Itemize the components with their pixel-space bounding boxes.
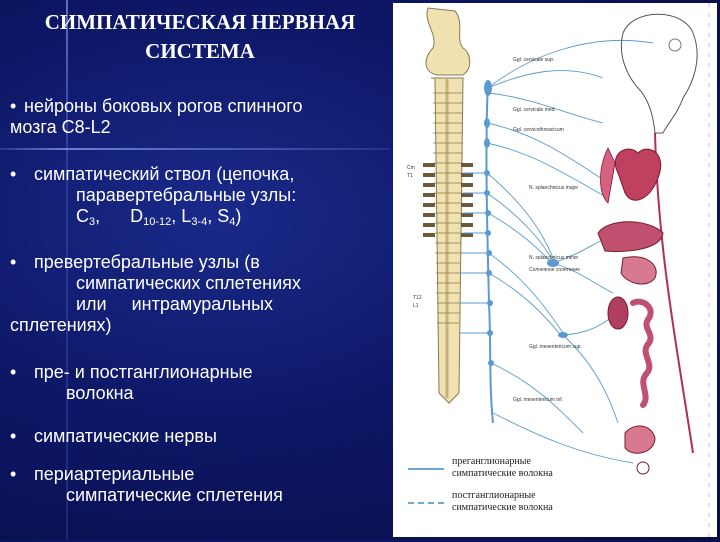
bullet-icon: • [10,362,34,383]
bullet-item-prevertebral: •превертебральные узлы (в симпатических … [10,252,395,336]
bullet-text: мозга С8-L2 [10,117,111,137]
bullet-item-nerves: •симпатические нервы [10,426,395,447]
bullet-text: пре- и постганглионарные [34,362,253,382]
aorta-vessel [655,133,693,453]
legend-row-preganglionic: преганглионарные симпатические волокна [400,456,610,486]
bullet-item-periarterial: •периартериальные симпатические сплетени… [10,464,395,506]
bullet-icon: • [10,252,34,273]
legend-row-postganglionic: постганглионарные симпатические волокна [400,490,610,520]
solid-line-swatch [408,468,444,470]
title-line-2: СИСТЕМА [10,37,390,66]
bladder-shape [625,426,655,453]
bullet-icon: • [10,164,34,185]
slide-title: СИМПАТИЧЕСКАЯ НЕРВНАЯ СИСТЕМА [10,8,390,66]
bullet-text: симпатический ствол (цепочка, [34,164,294,184]
bullet-text: паравертебральные узлы: [10,185,395,206]
eye-shape [669,39,681,51]
dashed-line-swatch [408,502,444,504]
label-n-splanch-major: N. splanchnicus major [529,185,579,191]
bullet-text: нейроны боковых рогов спинного [24,96,302,116]
label-thoracic-1: Т1 [407,173,413,179]
bullet-text: периартериальные [34,464,194,484]
label-lumbar-1: L1 [413,303,419,309]
legend-text-postganglionic: постганглионарные симпатические волокна [452,490,553,514]
bullet-item-neurons: •нейроны боковых рогов спинного мозга С8… [10,96,395,138]
bullet-text: симпатические нервы [34,426,217,446]
bullet-icon: • [10,464,34,485]
bullet-icon: • [10,426,34,447]
intestine-shape [633,302,651,405]
legend-text-preganglionic: преганглионарные симпатические волокна [452,456,553,480]
skull-base-shape [426,8,470,75]
label-ggl-stellate: Ggl. cervicothoracicum [513,127,564,133]
label-ggl-mes-inf: Ggl. mesentericum inf. [513,397,563,403]
bullet-text: или интрамуральных [10,294,395,315]
label-n-splanch-minor: N. splanchnicus minor [529,255,579,261]
title-line-1: СИМПАТИЧЕСКАЯ НЕРВНАЯ [10,8,390,37]
bullet-item-trunk: •симпатический ствол (цепочка, параверте… [10,164,395,233]
bullet-text: симпатических сплетениях [10,273,395,294]
bullet-text: сплетениях) [10,315,111,335]
bullet-text: волокна [10,383,395,404]
pelvic-organ-shape [637,462,649,474]
decorative-horizontal-line [0,148,390,150]
bullet-text: симпатические сплетения [10,485,395,506]
label-cervical: Сm [407,165,415,171]
bullet-text: превертебральные узлы (в [34,252,260,272]
stomach-shape [621,257,656,284]
kidney-shape [608,297,628,329]
ganglia-levels: С3, D10-12, L3-4, S4) [10,206,395,233]
head-outline [621,14,697,133]
liver-shape [598,222,663,252]
heart-shape [615,149,660,200]
bullet-icon: • [10,96,24,117]
label-ggl-cervical-sup: Ggl. cervicale sup. [513,57,554,63]
label-solar-plexus: Солнечное сплетение [529,267,580,273]
label-ggl-cervical-med: Ggl. cervicale med. [513,107,556,113]
lung-shape [601,148,616,203]
label-ggl-mes-sup: Ggl. mesentericum sup. [529,344,582,350]
label-thoracic-12: Т12 [413,295,422,301]
bullet-item-fibers: •пре- и постганглионарные волокна [10,362,395,404]
